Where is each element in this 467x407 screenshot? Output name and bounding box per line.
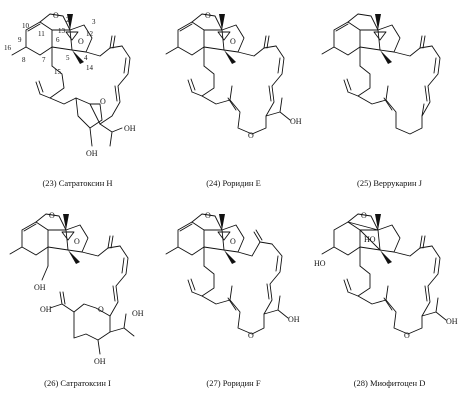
trichothecene-core — [321, 213, 401, 267]
epoxide-oxygen-label: O — [74, 237, 80, 246]
structure-panel-24: O O O OH (24) Роридин E — [156, 0, 311, 200]
svg-text:6: 6 — [56, 36, 60, 44]
carboxyl-label: OH — [40, 305, 52, 314]
hydroxyl-label: OH — [290, 117, 302, 126]
caption: (26) Сатратоксин I — [44, 378, 111, 388]
svg-text:3: 3 — [92, 18, 96, 26]
svg-text:15: 15 — [54, 68, 62, 76]
structure-panel-25: (25) Веррукарин J — [312, 0, 467, 200]
caption: (23) Сатратоксин H — [42, 178, 113, 188]
ring-oxygen-label: O — [404, 331, 410, 340]
epoxide-oxygen-label: O — [230, 237, 236, 246]
hydroxyl-label: OH — [94, 357, 106, 366]
svg-text:13: 13 — [58, 27, 66, 35]
svg-text:9: 9 — [18, 36, 22, 44]
svg-text:5: 5 — [66, 54, 70, 62]
structure-panel-27: O O O OH (27) Роридин F — [156, 200, 311, 400]
hydroxyl-label: OH — [86, 149, 98, 158]
ring-oxygen-label: O — [361, 211, 367, 220]
caption: (24) Роридин E — [206, 178, 261, 188]
hydroxyl-label: HO — [364, 235, 376, 244]
hydroxyl-label: HO — [314, 259, 326, 268]
hydroxyl-label: OH — [34, 283, 46, 292]
epoxide-oxygen-label: O — [230, 37, 236, 46]
svg-text:10: 10 — [22, 22, 30, 30]
open-chain — [41, 235, 135, 355]
structure-26: O O O OH OH OH OH — [9, 211, 144, 366]
ring-oxygen-label: O — [205, 11, 211, 20]
trichothecene-core — [165, 13, 245, 67]
ring-oxygen-label: O — [98, 305, 104, 314]
structure-panel-26: O O O OH OH OH OH (26) Сатратоксин I — [0, 200, 155, 400]
macrocycle — [343, 235, 447, 335]
ring-oxygen-label: O — [205, 211, 211, 220]
svg-text:11: 11 — [38, 30, 45, 38]
trichothecene-core — [11, 13, 93, 67]
structure-28: O O OH HO HO — [314, 211, 458, 340]
trichothecene-core — [9, 213, 89, 267]
svg-text:14: 14 — [86, 64, 94, 72]
ring-oxygen-label: O — [53, 11, 59, 20]
svg-text:2: 2 — [66, 16, 70, 24]
structure-23: O O O OH OH 2 3 4 5 6 7 8 9 10 11 12 13 … — [4, 11, 136, 158]
caption: (25) Веррукарин J — [357, 178, 422, 188]
svg-text:7: 7 — [42, 56, 46, 64]
hydroxyl-label: OH — [446, 317, 458, 326]
caption: (28) Миофитоцен D — [353, 378, 426, 388]
ring-oxygen-label: O — [100, 97, 106, 106]
structure-panel-23: O O O OH OH 2 3 4 5 6 7 8 9 10 11 12 13 … — [0, 0, 155, 200]
svg-text:12: 12 — [86, 30, 94, 38]
epoxide-oxygen-label: O — [78, 37, 84, 46]
atom-numbering: 2 3 4 5 6 7 8 9 10 11 12 13 14 15 16 — [4, 16, 96, 76]
trichothecene-core — [165, 213, 245, 267]
ring-oxygen-label: O — [49, 211, 55, 220]
hydroxyl-label: OH — [288, 315, 300, 324]
svg-text:8: 8 — [22, 56, 26, 64]
structure-24: O O O OH — [165, 11, 302, 140]
macrocycle — [187, 35, 291, 135]
trichothecene-core — [321, 13, 401, 67]
hydroxyl-label: OH — [132, 309, 144, 318]
macrocycle — [343, 35, 441, 135]
hydroxyl-label: OH — [124, 124, 136, 133]
structure-panel-28: O O OH HO HO (28) Миофитоцен D — [312, 200, 467, 400]
ring-oxygen-label: O — [248, 331, 254, 340]
svg-text:4: 4 — [84, 54, 88, 62]
caption: (27) Роридин F — [206, 378, 261, 388]
structure-25 — [321, 13, 441, 135]
structure-27: O O O OH — [165, 211, 300, 340]
macrocycle — [35, 35, 131, 147]
ring-oxygen-label: O — [248, 131, 254, 140]
svg-text:16: 16 — [4, 44, 12, 52]
macrocycle — [187, 229, 289, 335]
